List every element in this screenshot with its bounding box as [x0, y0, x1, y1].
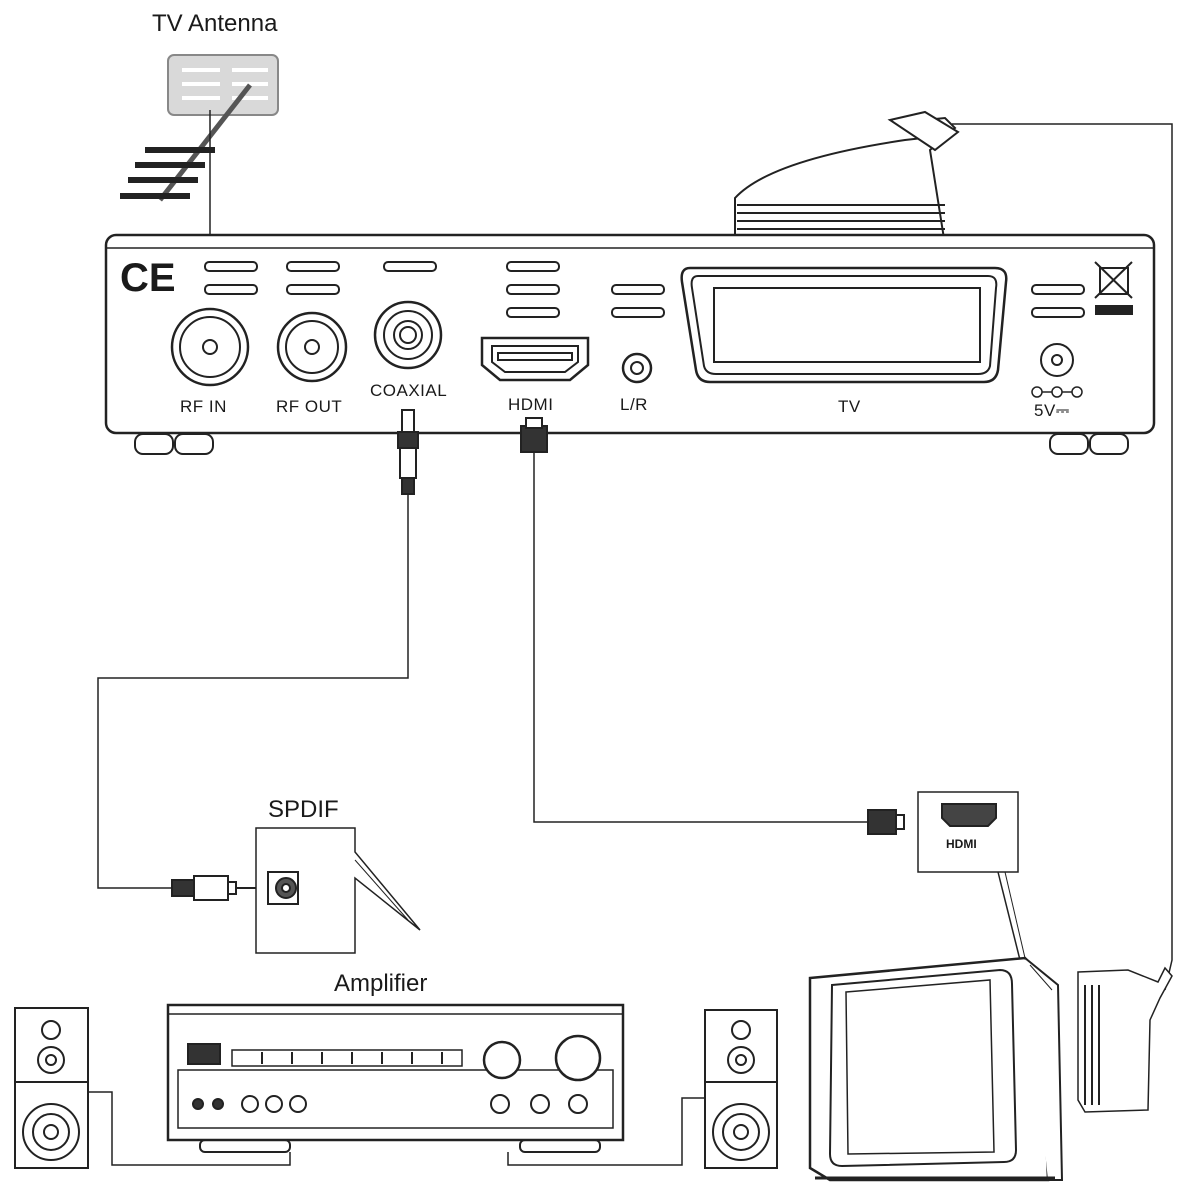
- right-speaker-icon: [704, 1009, 778, 1169]
- power-port-label: 5V⎓: [1034, 401, 1070, 420]
- coaxial-plug-icon: [397, 409, 419, 495]
- rf-in-label: RF IN: [180, 397, 227, 416]
- scart-end-icon: [1077, 966, 1173, 1113]
- left-speaker-icon: [14, 1007, 89, 1169]
- lr-port-label: L/R: [620, 395, 648, 414]
- receiver-box: [104, 233, 1156, 455]
- scart-plug-icon: [734, 110, 960, 246]
- hdmi-port-label: HDMI: [508, 395, 554, 414]
- spdif-callout: [255, 827, 421, 954]
- tv-hdmi-port-label: HDMI: [946, 837, 977, 851]
- amplifier-label: Amplifier: [334, 970, 428, 997]
- coaxial-label: COAXIAL: [370, 381, 448, 400]
- television-icon: [808, 956, 1064, 1182]
- spdif-label: SPDIF: [268, 796, 339, 823]
- rca-plug-icon: [171, 875, 278, 901]
- antenna-label: TV Antenna: [152, 10, 278, 37]
- weee-bin-icon: [1094, 261, 1133, 315]
- tv-port-label: TV: [838, 397, 861, 416]
- hdmi-plug-icon: [520, 417, 548, 453]
- antenna-icon: [120, 54, 279, 290]
- tv-hdmi-callout: [917, 791, 1026, 961]
- amplifier-icon: [166, 1003, 625, 1153]
- ce-mark: CE: [120, 256, 176, 300]
- rf-out-label: RF OUT: [276, 397, 343, 416]
